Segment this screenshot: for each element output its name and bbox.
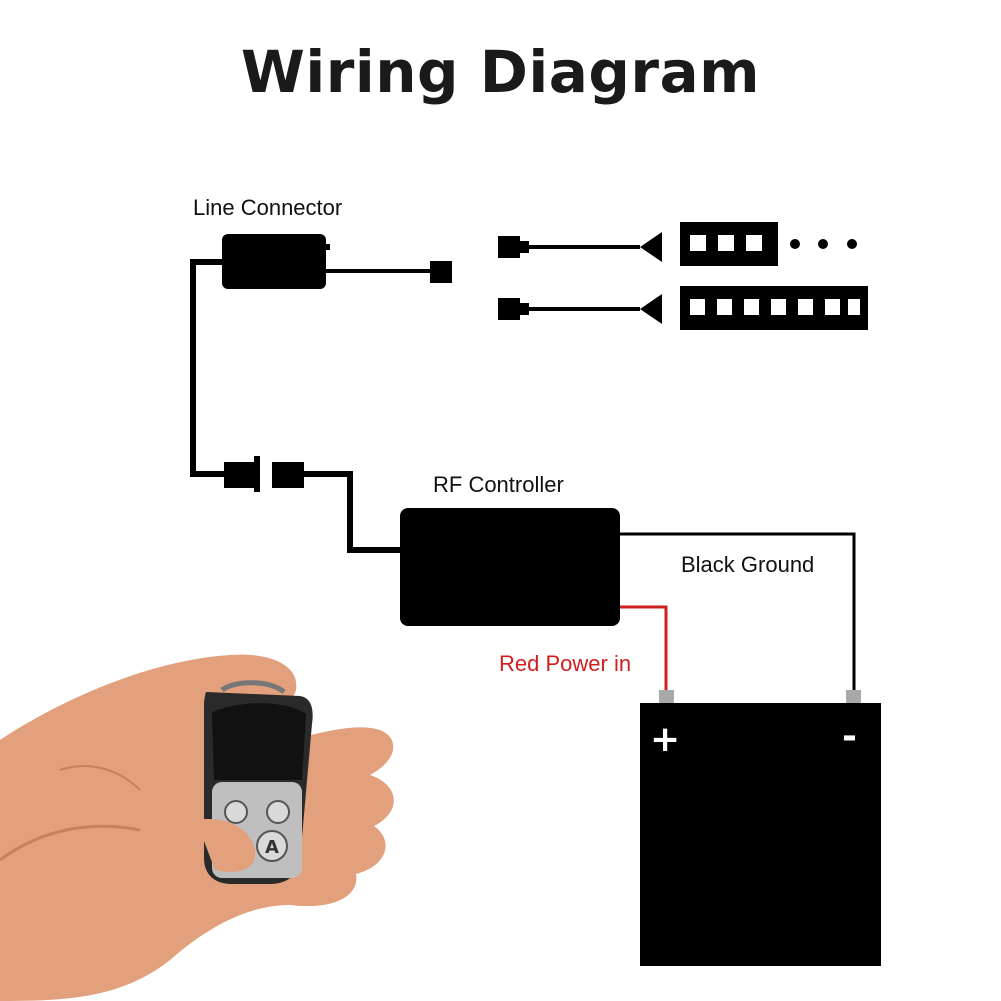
rf-controller <box>400 508 856 692</box>
remote-button-letter: A <box>265 837 279 858</box>
cable-plug-pair <box>224 456 404 553</box>
rf-controller-label: RF Controller <box>433 472 564 497</box>
continuation-dot <box>790 239 800 249</box>
page-title: Wiring Diagram <box>240 38 761 106</box>
battery-negative-symbol: - <box>842 716 857 757</box>
battery-positive-symbol: + <box>650 719 681 760</box>
line-connector-label: Line Connector <box>193 195 343 220</box>
continuation-dot <box>818 239 828 249</box>
led-strip-long <box>498 286 868 330</box>
line-connector <box>190 234 452 477</box>
hand-with-remote: A <box>0 654 394 1001</box>
red-power-label: Red Power in <box>499 651 632 676</box>
black-ground-label: Black Ground <box>681 552 815 577</box>
continuation-dot <box>847 239 857 249</box>
led-strip-short <box>498 222 857 266</box>
battery <box>640 690 881 966</box>
